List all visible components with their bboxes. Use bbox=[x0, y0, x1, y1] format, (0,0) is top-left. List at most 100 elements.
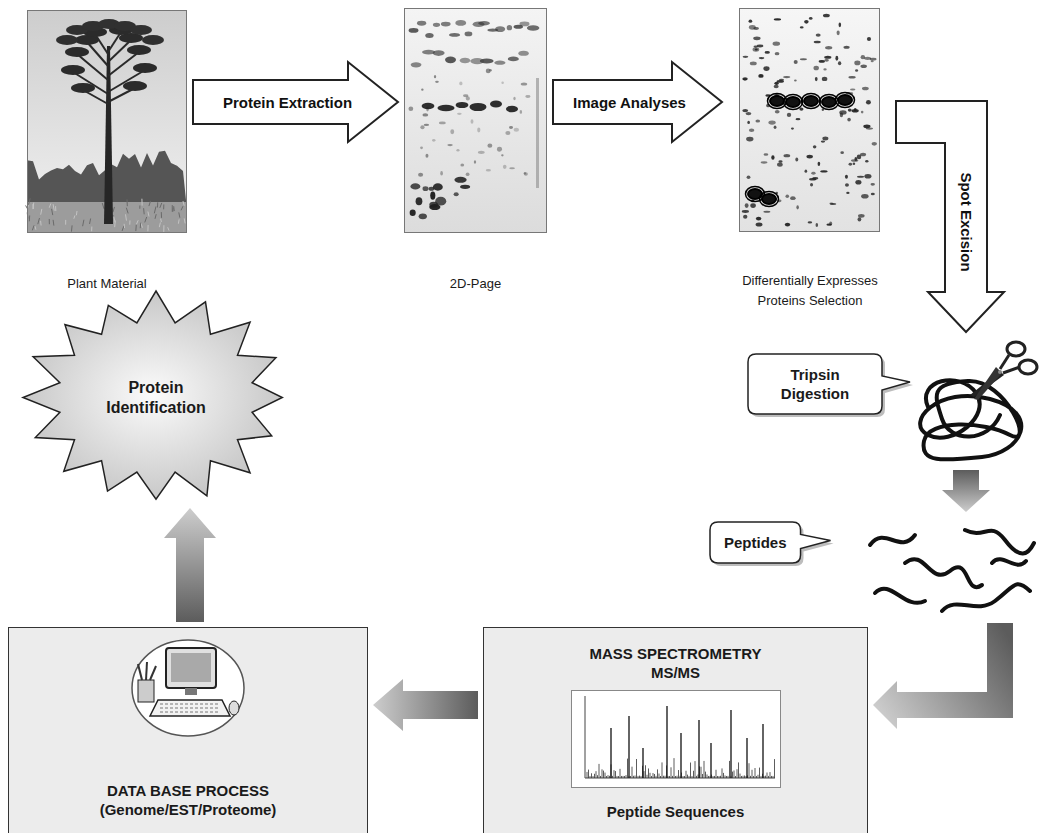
protein-spot bbox=[501, 82, 503, 85]
spectrum-noise bbox=[716, 770, 717, 778]
grass-blade bbox=[168, 227, 169, 230]
protein-spot bbox=[456, 102, 469, 108]
protein-spot bbox=[824, 59, 829, 62]
protein-spot bbox=[425, 33, 433, 38]
tree-foliage bbox=[133, 63, 157, 73]
protein-spot bbox=[851, 109, 858, 113]
spectrum-noise bbox=[717, 776, 718, 778]
grass-blade bbox=[41, 209, 42, 215]
protein-spot bbox=[501, 154, 503, 156]
protein-spot bbox=[527, 25, 539, 31]
computer-icon bbox=[130, 636, 246, 741]
protein-spot bbox=[759, 57, 765, 59]
result-starburst: Protein Identification bbox=[22, 290, 290, 505]
tree-foliage bbox=[142, 35, 164, 45]
protein-spot bbox=[454, 177, 466, 183]
selected-spot bbox=[786, 97, 800, 107]
protein-spot bbox=[749, 128, 754, 131]
protein-spot bbox=[487, 144, 492, 148]
protein-spot bbox=[755, 119, 760, 122]
protein-spot bbox=[837, 31, 840, 36]
spectrum-noise bbox=[684, 776, 685, 778]
spectrum-noise bbox=[768, 776, 769, 778]
spectrum-noise bbox=[693, 771, 694, 778]
grass-blade bbox=[183, 201, 184, 206]
process-panel: MASS SPECTROMETRY MS/MSPeptide Sequences bbox=[483, 627, 868, 833]
protein-spot bbox=[862, 87, 869, 91]
protein-spot bbox=[774, 18, 781, 20]
spectrum-noise bbox=[626, 775, 627, 778]
protein-spot bbox=[765, 51, 770, 54]
protein-spot bbox=[773, 42, 780, 46]
protein-spot bbox=[423, 186, 429, 191]
spectrum-noise bbox=[633, 776, 634, 778]
grass-blade bbox=[179, 212, 180, 217]
tree-foliage bbox=[65, 47, 89, 57]
grass-blade bbox=[55, 206, 56, 211]
tree-branch bbox=[87, 42, 108, 66]
spectrum-noise bbox=[701, 767, 702, 778]
protein-spot bbox=[466, 172, 470, 176]
selection-ring bbox=[760, 192, 779, 207]
block-arrow bbox=[896, 101, 1004, 332]
protein-spot bbox=[503, 165, 507, 169]
grass-blade bbox=[102, 203, 104, 209]
spectrum-noise bbox=[686, 771, 687, 778]
scissors-blade bbox=[974, 367, 1002, 400]
protein-spot bbox=[858, 214, 865, 218]
grass-blade bbox=[38, 218, 40, 224]
scissors-pivot bbox=[998, 370, 1002, 374]
spectrum-noise bbox=[674, 758, 675, 778]
protein-spot bbox=[794, 80, 797, 82]
protein-spot bbox=[822, 77, 828, 81]
spectrum-noise bbox=[714, 776, 715, 778]
spectrum-noise bbox=[602, 769, 603, 778]
photo-frame bbox=[405, 9, 547, 233]
protein-spot bbox=[774, 85, 779, 89]
protein-spot bbox=[411, 62, 422, 67]
spectrum-noise bbox=[765, 776, 766, 778]
protein-spot bbox=[825, 46, 832, 49]
grass-blade bbox=[32, 203, 34, 210]
spectrum-peak bbox=[642, 748, 643, 778]
spectrum-noise bbox=[621, 776, 622, 778]
protein-spot bbox=[785, 194, 789, 198]
protein-spot bbox=[785, 223, 790, 227]
protein-spot bbox=[743, 215, 747, 219]
spectrum-peak bbox=[680, 733, 681, 778]
protein-spot bbox=[838, 61, 841, 65]
spectrum-axes bbox=[585, 696, 775, 778]
spectrum-noise bbox=[609, 776, 610, 778]
arrow-label-holder: Spot Excision bbox=[958, 172, 975, 271]
protein-spot bbox=[745, 203, 749, 208]
protein-spot bbox=[480, 59, 494, 64]
spectrum-noise bbox=[614, 770, 615, 778]
gel-background bbox=[739, 8, 880, 232]
protein-spot bbox=[771, 155, 774, 160]
spectrum-noise bbox=[725, 775, 726, 778]
protein-spot bbox=[755, 48, 758, 50]
spectrum-noise bbox=[656, 776, 657, 778]
protein-spot bbox=[867, 37, 871, 41]
spectrum-noise bbox=[600, 776, 601, 778]
photo-frame bbox=[740, 9, 880, 232]
protein-spot bbox=[787, 113, 791, 117]
peptide-fragment bbox=[942, 584, 1030, 611]
spectrum-noise bbox=[597, 775, 598, 778]
protein-spot bbox=[823, 68, 826, 70]
protein-spot bbox=[796, 118, 801, 120]
icon-cloud bbox=[132, 640, 244, 736]
grass-blade bbox=[122, 226, 124, 231]
shaded-arrow bbox=[373, 679, 478, 731]
spectrum-peak bbox=[628, 716, 629, 778]
protein-spot bbox=[440, 171, 443, 176]
protein-spot bbox=[845, 175, 848, 179]
protein-spot bbox=[764, 153, 769, 155]
grass-blade bbox=[65, 220, 66, 225]
protein-spot bbox=[775, 110, 780, 114]
tree-foliage bbox=[71, 83, 95, 93]
protein-spot bbox=[830, 203, 836, 205]
protein-spot bbox=[784, 154, 791, 157]
protein-spot bbox=[871, 60, 874, 62]
spectrum-noise bbox=[698, 775, 699, 778]
